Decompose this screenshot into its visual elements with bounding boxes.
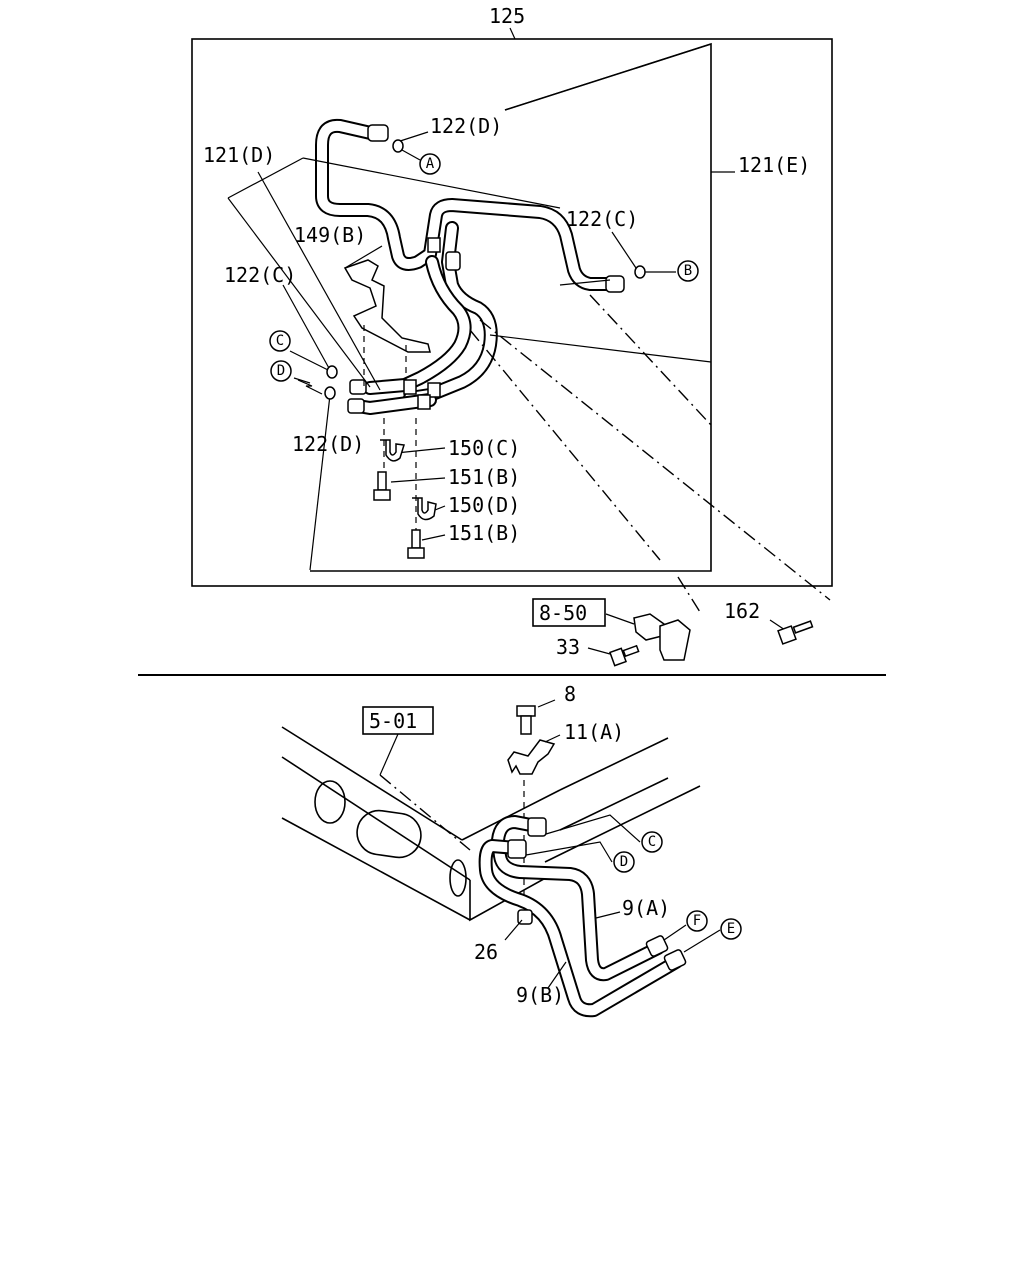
washer-122D-left <box>324 386 336 400</box>
bolt-33 <box>609 644 640 667</box>
bolt-8 <box>516 705 536 735</box>
label-11A: 11(A) <box>564 720 624 744</box>
callout-C-lower: C <box>641 831 663 853</box>
callout-F: F <box>686 910 708 932</box>
svg-text:A: A <box>426 156 435 172</box>
label-151B-2: 151(B) <box>448 521 520 545</box>
label-26: 26 <box>474 940 498 964</box>
label-122D-top: 122(D) <box>430 114 502 138</box>
sleeve-2 <box>427 382 441 398</box>
callout-C: C <box>269 330 291 352</box>
sleeve-5 <box>445 251 461 271</box>
callouts: A B C D C D F E <box>269 153 742 940</box>
pipe-9A <box>491 815 665 982</box>
sleeve-4 <box>427 237 441 253</box>
svg-text:D: D <box>277 363 285 379</box>
fitting-9B-end <box>663 949 687 971</box>
sleeve-3 <box>417 394 431 410</box>
svg-text:B: B <box>684 263 692 279</box>
svg-text:E: E <box>727 921 735 937</box>
label-125: 125 <box>489 4 525 28</box>
label-9B: 9(B) <box>516 983 564 1007</box>
label-33: 33 <box>556 635 580 659</box>
label-121E: 121(E) <box>738 153 810 177</box>
label-162: 162 <box>724 599 760 623</box>
bracket-11A <box>507 739 556 775</box>
clip-8-50-part-b <box>659 619 691 661</box>
label-150D: 150(D) <box>448 493 520 517</box>
label-149B: 149(B) <box>294 223 366 247</box>
fitting-9B-top <box>507 839 527 859</box>
clip-8-50-group <box>532 598 814 667</box>
fitting-lower-2 <box>347 398 365 414</box>
sleeve-1 <box>403 379 417 395</box>
svg-text:D: D <box>620 854 628 870</box>
frame-5-01 <box>281 726 701 922</box>
bolt-151B-2 <box>407 529 425 559</box>
washer-122C-left <box>326 365 338 379</box>
label-122C-right: 122(C) <box>566 207 638 231</box>
svg-text:C: C <box>276 333 284 349</box>
labels: 125 122(D) 121(D) 121(E) 122(C) 149(B) 1… <box>203 4 810 1007</box>
callout-E: E <box>720 918 742 940</box>
fitting-9A-end <box>645 935 669 957</box>
callout-D: D <box>270 360 292 382</box>
fitting-right <box>605 275 625 293</box>
label-121D: 121(D) <box>203 143 275 167</box>
fitting-9A-top <box>527 817 547 837</box>
washer-122C-right <box>634 265 646 279</box>
clip-150D <box>412 497 437 521</box>
callout-D-lower: D <box>613 851 635 873</box>
svg-text:C: C <box>648 834 656 850</box>
pipe-121D <box>315 118 621 291</box>
bracket-149B <box>343 259 431 353</box>
fitting-top <box>367 124 389 142</box>
upper-assembly <box>191 27 833 613</box>
washer-122D-top <box>392 139 404 153</box>
bolt-162 <box>777 620 814 645</box>
label-150C: 150(C) <box>448 436 520 460</box>
clip-150C <box>380 439 405 462</box>
label-8: 8 <box>564 682 576 706</box>
ref-box-8-50 <box>532 598 606 627</box>
lower-assembly <box>281 699 721 1018</box>
svg-text:F: F <box>693 913 701 929</box>
label-122C-left: 122(C) <box>224 263 296 287</box>
fitting-lower-1 <box>349 379 367 395</box>
label-151B-1: 151(B) <box>448 465 520 489</box>
callout-A: A <box>419 153 441 175</box>
label-8-50: 8-50 <box>539 601 587 625</box>
callout-B: B <box>677 260 699 282</box>
bolt-151B-1 <box>373 471 391 501</box>
pipe-9B <box>478 839 683 1018</box>
label-122D-left: 122(D) <box>292 432 364 456</box>
label-5-01: 5-01 <box>369 709 417 733</box>
label-9A: 9(A) <box>622 896 670 920</box>
assembly-125-frame <box>191 38 833 587</box>
assembly-121E-panel <box>310 42 712 572</box>
